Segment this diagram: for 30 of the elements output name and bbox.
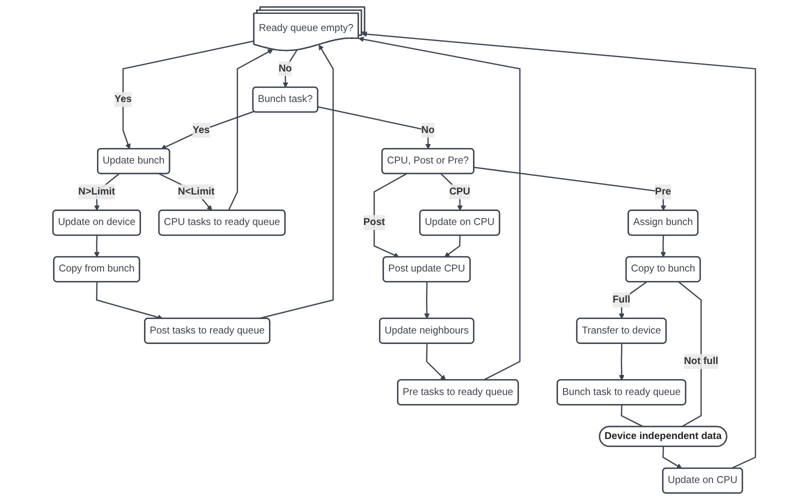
edge-label: CPU — [450, 186, 470, 197]
arrow — [662, 446, 682, 469]
arrow — [374, 173, 408, 258]
arrow — [362, 31, 756, 470]
edge-label: Yes — [114, 94, 132, 105]
arrow — [96, 282, 164, 320]
arrow — [619, 344, 625, 380]
edge-label: Full — [612, 294, 631, 306]
arrow — [122, 40, 255, 150]
connector — [621, 405, 644, 428]
arrow — [318, 106, 432, 150]
edge-label: No — [278, 63, 292, 74]
edge-label: N<Limit — [178, 186, 215, 197]
edge-label: No — [422, 124, 435, 136]
arrow — [94, 235, 100, 258]
arrow — [444, 235, 461, 258]
arrow — [660, 235, 666, 258]
connector — [678, 282, 702, 428]
edge-label: Pre — [655, 186, 672, 197]
arrow — [358, 36, 521, 381]
arrow — [228, 49, 274, 211]
arrow — [283, 50, 298, 88]
edge-label: N>Limit — [78, 186, 116, 197]
arrow — [424, 282, 430, 319]
arrow — [426, 344, 446, 380]
edge-label: Yes — [192, 124, 210, 136]
arrow — [474, 166, 666, 211]
edge-label: Not full — [684, 356, 719, 367]
arrow — [161, 110, 255, 150]
edge-label: Post — [364, 217, 386, 228]
